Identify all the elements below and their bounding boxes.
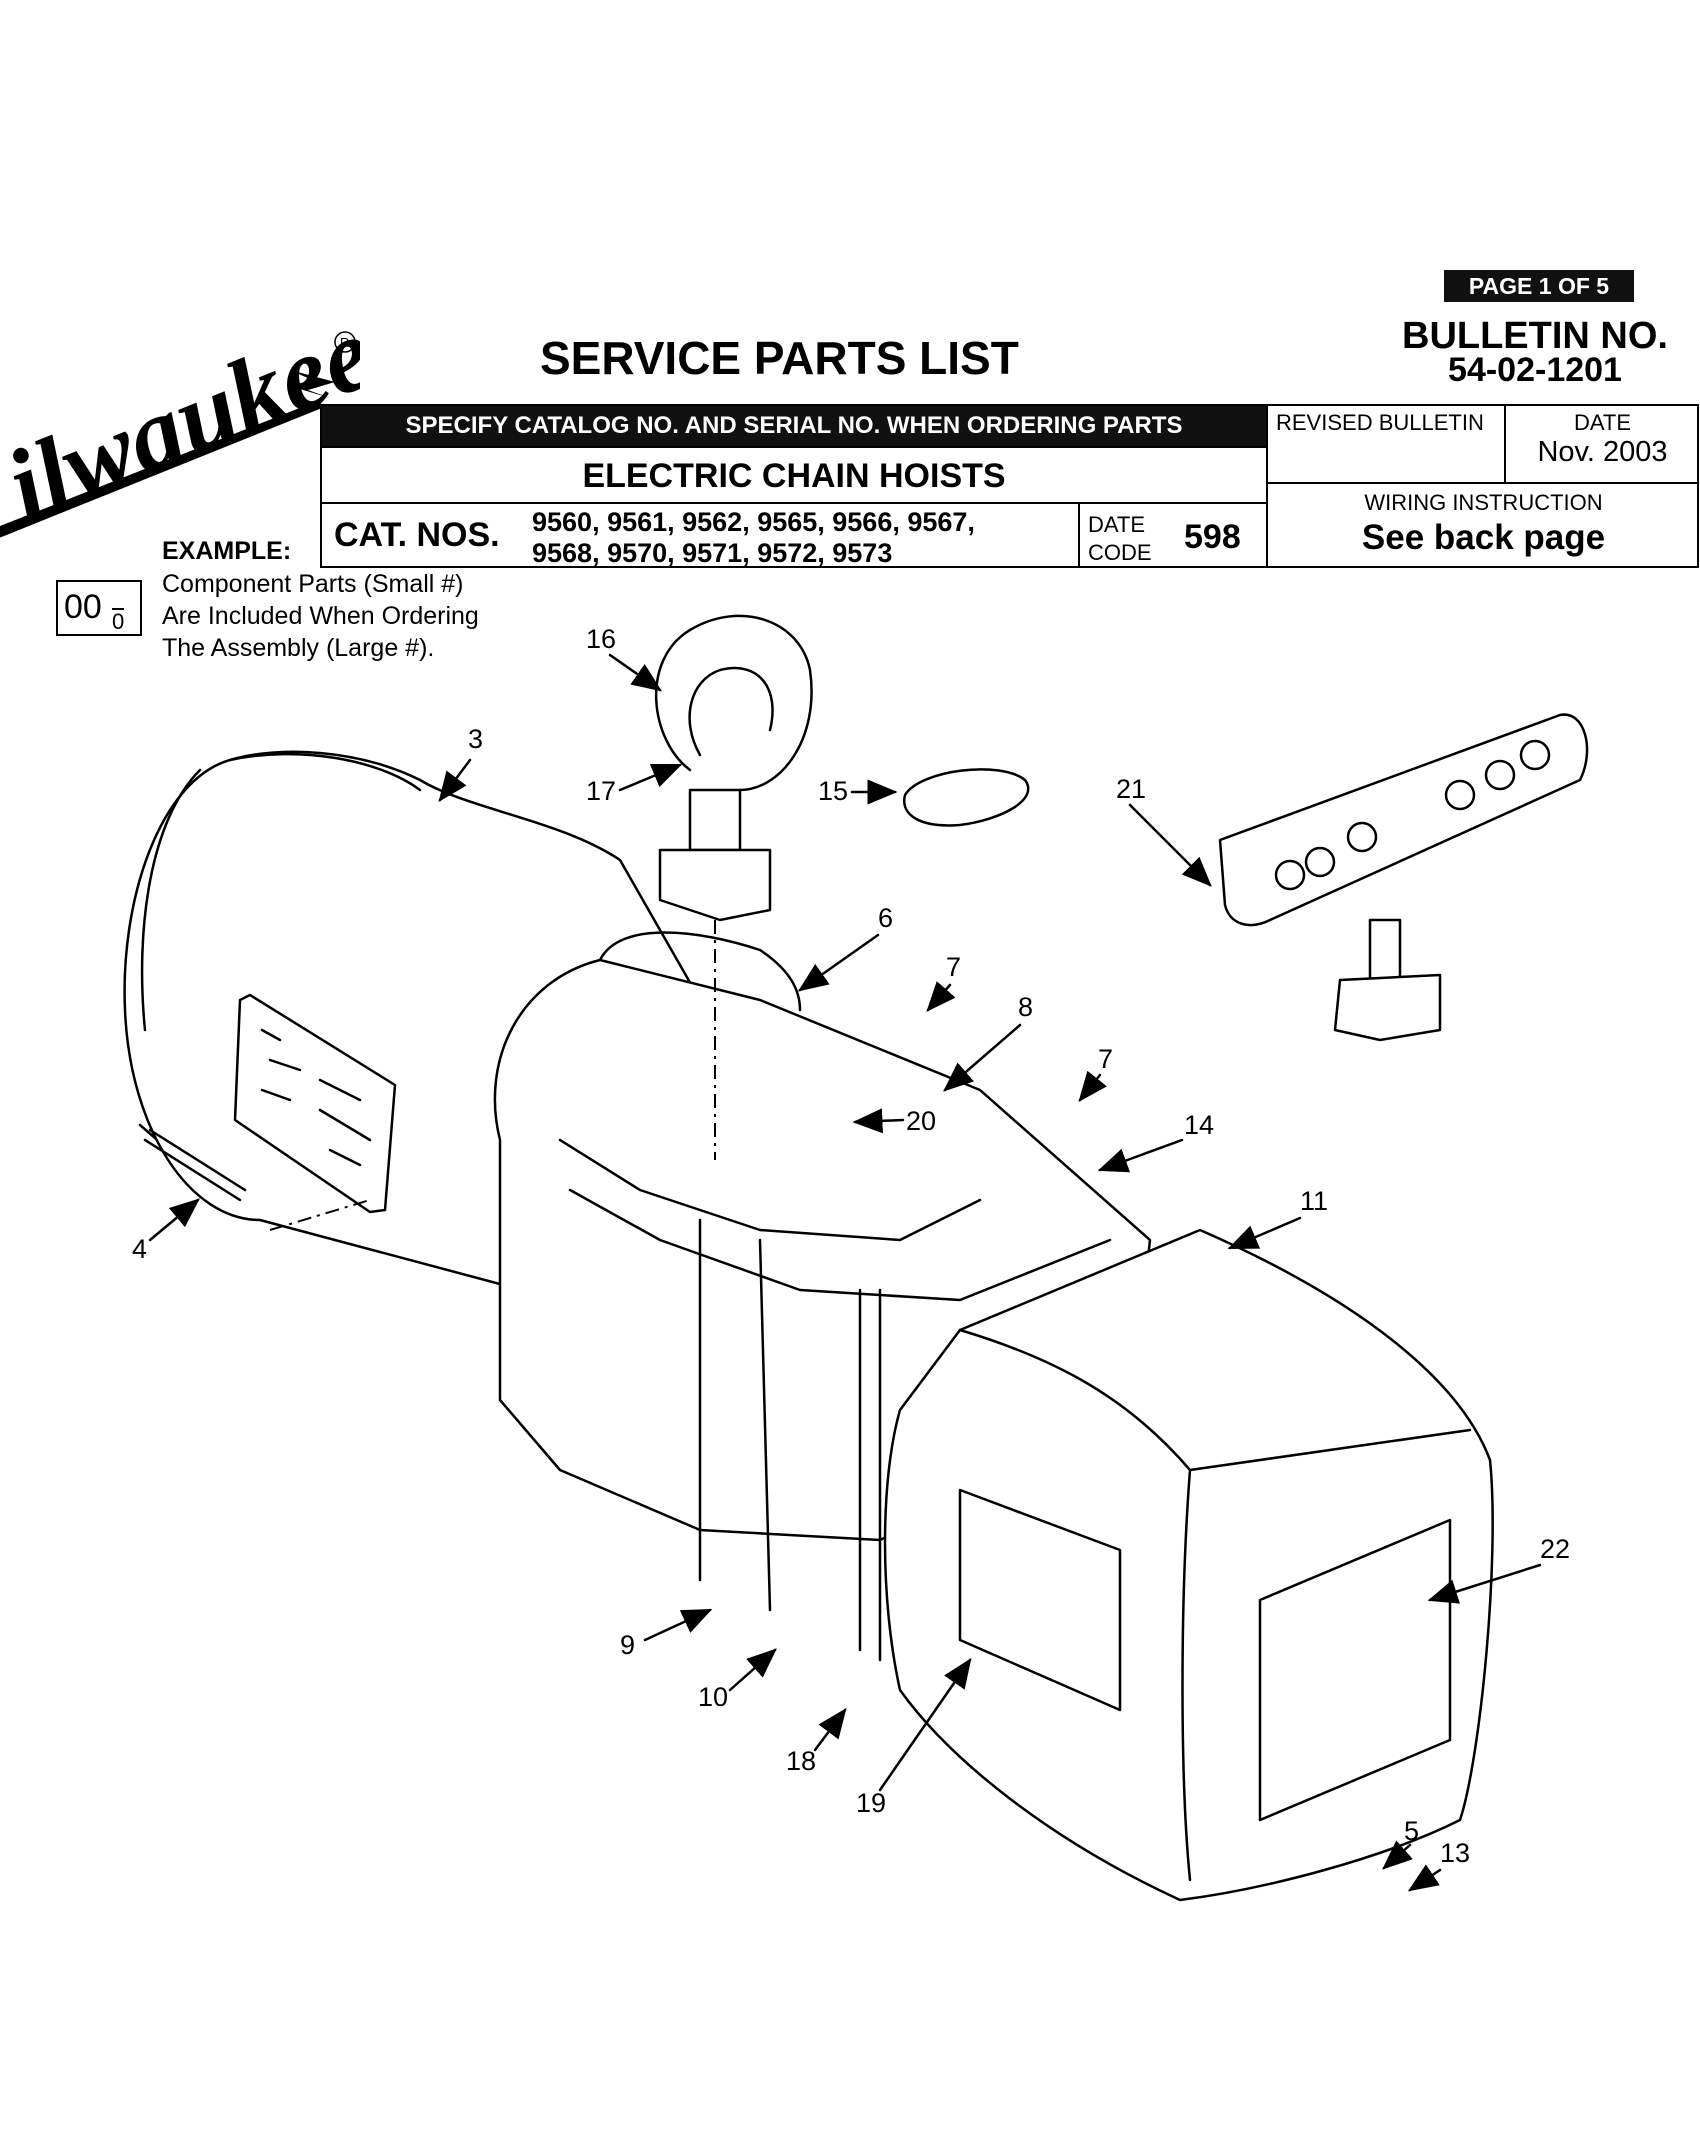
callout-5: 5 — [1404, 1816, 1419, 1846]
catalog-numbers-line-1: 9560, 9561, 9562, 9565, 9566, 9567, — [532, 507, 975, 537]
callout-17: 17 — [586, 776, 616, 806]
catalog-numbers-cell: CAT. NOS. 9560, 9561, 9562, 9565, 9566, … — [322, 502, 1078, 568]
callout-10: 10 — [698, 1682, 728, 1712]
callout-7a: 7 — [946, 952, 961, 982]
callout-19: 19 — [856, 1788, 886, 1818]
svg-text:R: R — [340, 335, 349, 350]
wiring-instruction-value: See back page — [1361, 518, 1606, 557]
callout-22: 22 — [1540, 1534, 1570, 1564]
example-component-number: 0 — [112, 608, 125, 634]
revised-bulletin-cell: REVISED BULLETIN — [1266, 406, 1504, 482]
callout-20: 20 — [906, 1106, 936, 1136]
cover — [883, 1228, 1494, 1902]
example-assembly-number: 00 — [64, 588, 102, 626]
example-note-line-1: Component Parts (Small #) — [162, 570, 464, 598]
header-table: SPECIFY CATALOG NO. AND SERIAL NO. WHEN … — [320, 404, 1699, 568]
page-indicator-badge: PAGE 1 OF 5 — [1444, 270, 1634, 302]
callout-8: 8 — [1018, 992, 1033, 1022]
callout-9: 9 — [620, 1630, 635, 1660]
date-code-label-1: DATE — [1088, 512, 1146, 537]
washer — [903, 768, 1030, 827]
bolt — [138, 1123, 247, 1202]
bulletin-number: 54-02-1201 — [1448, 351, 1622, 389]
product-name: ELECTRIC CHAIN HOISTS — [322, 446, 1266, 502]
callout-3: 3 — [468, 724, 483, 754]
date-code-value: 598 — [1184, 518, 1241, 556]
date-code-cell: DATE CODE 598 — [1078, 502, 1266, 568]
callout-11: 11 — [1300, 1186, 1328, 1216]
date-label: DATE — [1573, 410, 1632, 435]
callout-7b: 7 — [1098, 1044, 1113, 1074]
callouts: 3 4 5 6 7 7 8 9 10 11 13 14 15 16 17 18 … — [132, 624, 1570, 1892]
wiring-instruction-cell: WIRING INSTRUCTION See back page — [1266, 482, 1697, 568]
trolley-hook — [1218, 713, 1589, 1042]
callout-4: 4 — [132, 1234, 147, 1264]
callout-13: 13 — [1440, 1838, 1470, 1868]
hook-assembly — [655, 614, 813, 1160]
example-label: EXAMPLE: — [162, 537, 292, 565]
date-code-label-2: CODE — [1088, 540, 1152, 565]
example-box: 00 0 — [56, 580, 142, 636]
example-note-line-3: The Assembly (Large #). — [162, 634, 435, 662]
document-title: SERVICE PARTS LIST — [540, 332, 1019, 384]
revised-bulletin-label: REVISED BULLETIN — [1276, 410, 1484, 435]
specify-banner: SPECIFY CATALOG NO. AND SERIAL NO. WHEN … — [322, 406, 1266, 446]
date-value: Nov. 2003 — [1537, 436, 1668, 468]
date-cell: DATE Nov. 2003 — [1504, 406, 1697, 482]
callout-15: 15 — [818, 776, 848, 806]
callout-16: 16 — [586, 624, 616, 654]
callout-6: 6 — [878, 903, 893, 933]
callout-18: 18 — [786, 1746, 816, 1776]
exploded-parts-diagram: 3 4 5 6 7 7 8 9 10 11 13 14 15 16 17 18 … — [123, 614, 1589, 1902]
wiring-instruction-label: WIRING INSTRUCTION — [1364, 490, 1603, 515]
callout-14: 14 — [1184, 1110, 1214, 1140]
catalog-numbers-label: CAT. NOS. — [334, 516, 500, 554]
example-note-line-2: Are Included When Ordering — [162, 602, 479, 630]
milwaukee-logo: ilwaukee R — [0, 295, 360, 544]
bulletin-label: BULLETIN NO. — [1402, 315, 1668, 357]
catalog-numbers-line-2: 9568, 9570, 9571, 9572, 9573 — [532, 538, 893, 568]
callout-21: 21 — [1116, 774, 1146, 804]
